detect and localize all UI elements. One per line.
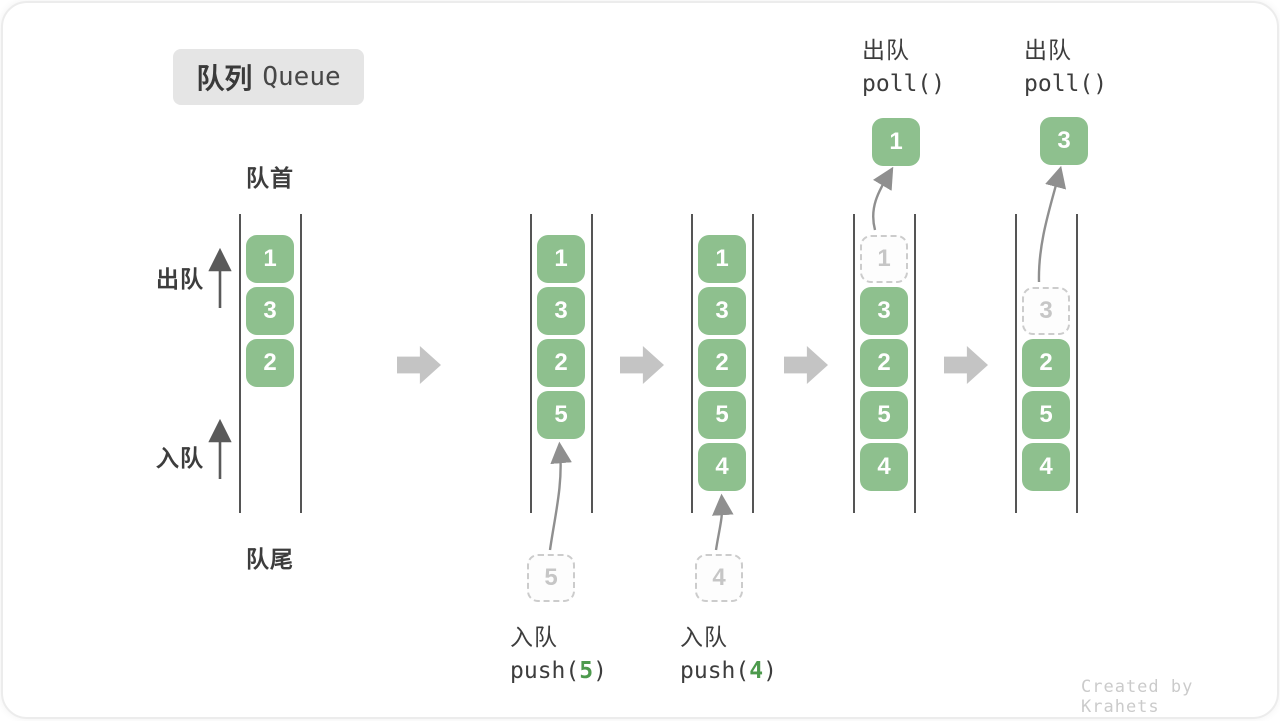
title-box: 队列 Queue — [173, 49, 364, 105]
popped-cell: 1 — [872, 118, 920, 166]
incoming-cell: 5 — [527, 554, 575, 602]
incoming-cell: 4 — [695, 554, 743, 602]
arrow-right-icon — [620, 346, 664, 384]
removed-cell: 3 — [1022, 287, 1070, 335]
queue-cell: 1 — [246, 235, 294, 283]
label-queue-front: 队首 — [246, 165, 294, 191]
code-text: push( — [680, 658, 750, 684]
queue-wall — [530, 214, 532, 513]
queue-wall — [1076, 214, 1078, 513]
dequeue-caption-code: poll() — [1024, 71, 1108, 97]
enqueue-caption: 入队 push(5) — [510, 620, 607, 688]
popped-cell: 3 — [1040, 117, 1088, 165]
queue-cell: 4 — [698, 443, 746, 491]
queue-cell: 3 — [537, 287, 585, 335]
queue-cell: 2 — [246, 339, 294, 387]
queue-cell: 2 — [860, 339, 908, 387]
queue-cell: 5 — [1022, 391, 1070, 439]
enqueue-caption-zh: 入队 — [680, 624, 728, 650]
queue-cell: 2 — [1022, 339, 1070, 387]
code-text: ) — [763, 658, 777, 684]
queue-wall — [752, 214, 754, 513]
queue-cell: 1 — [698, 235, 746, 283]
title-zh: 队列 — [196, 63, 253, 94]
queue-cell: 5 — [698, 391, 746, 439]
code-text: ) — [593, 658, 607, 684]
queue-cell: 4 — [860, 443, 908, 491]
arrow-right-icon — [944, 346, 988, 384]
queue-cell: 3 — [860, 287, 908, 335]
queue-wall — [691, 214, 693, 513]
queue-cell: 5 — [537, 391, 585, 439]
dequeue-caption: 出队 poll() — [1024, 33, 1107, 101]
queue-cell: 2 — [537, 339, 585, 387]
watermark: Created by Krahets — [1081, 677, 1194, 717]
queue-wall — [1015, 214, 1017, 513]
dequeue-caption-zh: 出队 — [862, 37, 910, 63]
dequeue-caption: 出队 poll() — [862, 33, 945, 101]
push-arrow-icon — [548, 441, 572, 551]
code-arg: 4 — [749, 658, 764, 684]
arrow-right-icon — [784, 346, 828, 384]
enqueue-caption-zh: 入队 — [510, 624, 558, 650]
arrow-right-icon — [397, 346, 441, 384]
enqueue-caption-code: push(5) — [510, 654, 607, 688]
queue-cell: 3 — [698, 287, 746, 335]
push-arrow-icon — [712, 493, 734, 551]
queue-wall — [914, 214, 916, 513]
queue-wall — [239, 214, 241, 513]
code-text: push( — [510, 658, 580, 684]
dequeue-caption-zh: 出队 — [1024, 37, 1072, 63]
code-arg: 5 — [579, 658, 594, 684]
dequeue-caption-code: poll() — [862, 71, 946, 97]
poll-arrow-icon — [872, 166, 894, 231]
label-queue-rear: 队尾 — [246, 546, 294, 572]
queue-wall — [853, 214, 855, 513]
queue-cell: 2 — [698, 339, 746, 387]
queue-wall — [591, 214, 593, 513]
enqueue-caption: 入队 push(4) — [680, 620, 777, 688]
queue-cell: 3 — [246, 287, 294, 335]
label-dequeue: 出队 — [156, 266, 204, 292]
queue-cell: 1 — [537, 235, 585, 283]
poll-arrow-icon — [1037, 165, 1067, 283]
label-enqueue: 入队 — [156, 445, 204, 471]
title-en: Queue — [262, 62, 341, 92]
removed-cell: 1 — [860, 235, 908, 283]
queue-cell: 5 — [860, 391, 908, 439]
queue-cell: 4 — [1022, 443, 1070, 491]
enqueue-caption-code: push(4) — [680, 654, 777, 688]
queue-wall — [300, 214, 302, 513]
